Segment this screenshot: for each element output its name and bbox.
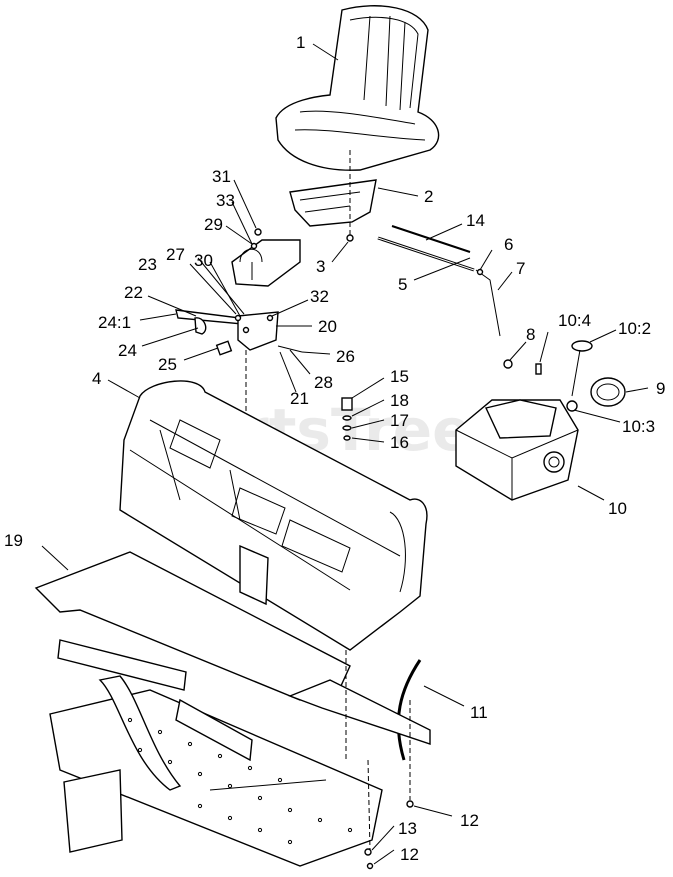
- callout-24: 24: [118, 341, 137, 360]
- hardware-stack: [341, 397, 353, 441]
- callout-1: 1: [296, 33, 305, 52]
- part-10-4: [535, 363, 542, 375]
- callout-20: 20: [318, 317, 337, 336]
- washer-33: [250, 242, 258, 250]
- seat: [275, 5, 440, 171]
- screw-31: [254, 228, 262, 236]
- bolt-13: [364, 848, 372, 856]
- callout-25: 25: [158, 355, 177, 374]
- callout-22: 22: [124, 283, 143, 302]
- callout-labels: 1 2 3 4 5 6 7 8 9 10 10:2 10:3 10:4 11 1…: [4, 33, 665, 864]
- fuel-hose: [396, 659, 422, 761]
- callout-4: 4: [92, 369, 101, 388]
- shift-console: [231, 239, 301, 287]
- callout-3: 3: [316, 257, 325, 276]
- leader-lines: [41, 43, 649, 865]
- callout-12-lower: 12: [400, 845, 419, 864]
- callout-10: 10: [608, 499, 627, 518]
- callout-30: 30: [194, 251, 213, 270]
- callout-16: 16: [390, 433, 409, 452]
- callout-11: 11: [470, 703, 488, 722]
- callout-17: 17: [390, 411, 409, 430]
- callout-8: 8: [526, 325, 535, 344]
- callout-9: 9: [656, 379, 665, 398]
- dipstick: [566, 340, 593, 412]
- callout-10-3: 10:3: [622, 417, 655, 436]
- callout-32: 32: [310, 287, 329, 306]
- filler-cap: [590, 377, 626, 407]
- callout-6: 6: [504, 235, 513, 254]
- bolt-3: [346, 150, 354, 242]
- callout-2: 2: [424, 187, 433, 206]
- shift-lever-assembly: [175, 309, 303, 420]
- callout-29: 29: [204, 215, 223, 234]
- callout-33: 33: [216, 191, 235, 210]
- callout-26: 26: [336, 347, 355, 366]
- callout-13: 13: [398, 819, 417, 838]
- callout-31: 31: [212, 167, 231, 186]
- callout-19: 19: [4, 531, 23, 550]
- callout-28: 28: [314, 373, 333, 392]
- callout-12-upper: 12: [460, 811, 479, 830]
- callout-14: 14: [466, 211, 485, 230]
- cap-8: [503, 359, 513, 369]
- callout-27: 27: [166, 245, 185, 264]
- callout-10-4: 10:4: [558, 311, 591, 330]
- callout-21: 21: [290, 389, 309, 408]
- callout-7: 7: [516, 259, 525, 278]
- callout-24-1: 24:1: [98, 313, 131, 332]
- linkage-rods: [377, 225, 501, 337]
- seat-plate: [289, 179, 377, 227]
- fuel-tank: [455, 399, 579, 501]
- callout-10-2: 10:2: [618, 319, 651, 338]
- bolt-12-lower: [366, 862, 374, 870]
- lower-frame: [49, 639, 431, 867]
- callout-23: 23: [138, 255, 157, 274]
- callout-15: 15: [390, 367, 409, 386]
- bolt-12-upper: [406, 800, 414, 808]
- callout-5: 5: [398, 275, 407, 294]
- callout-18: 18: [390, 391, 409, 410]
- body-tub: [119, 380, 428, 651]
